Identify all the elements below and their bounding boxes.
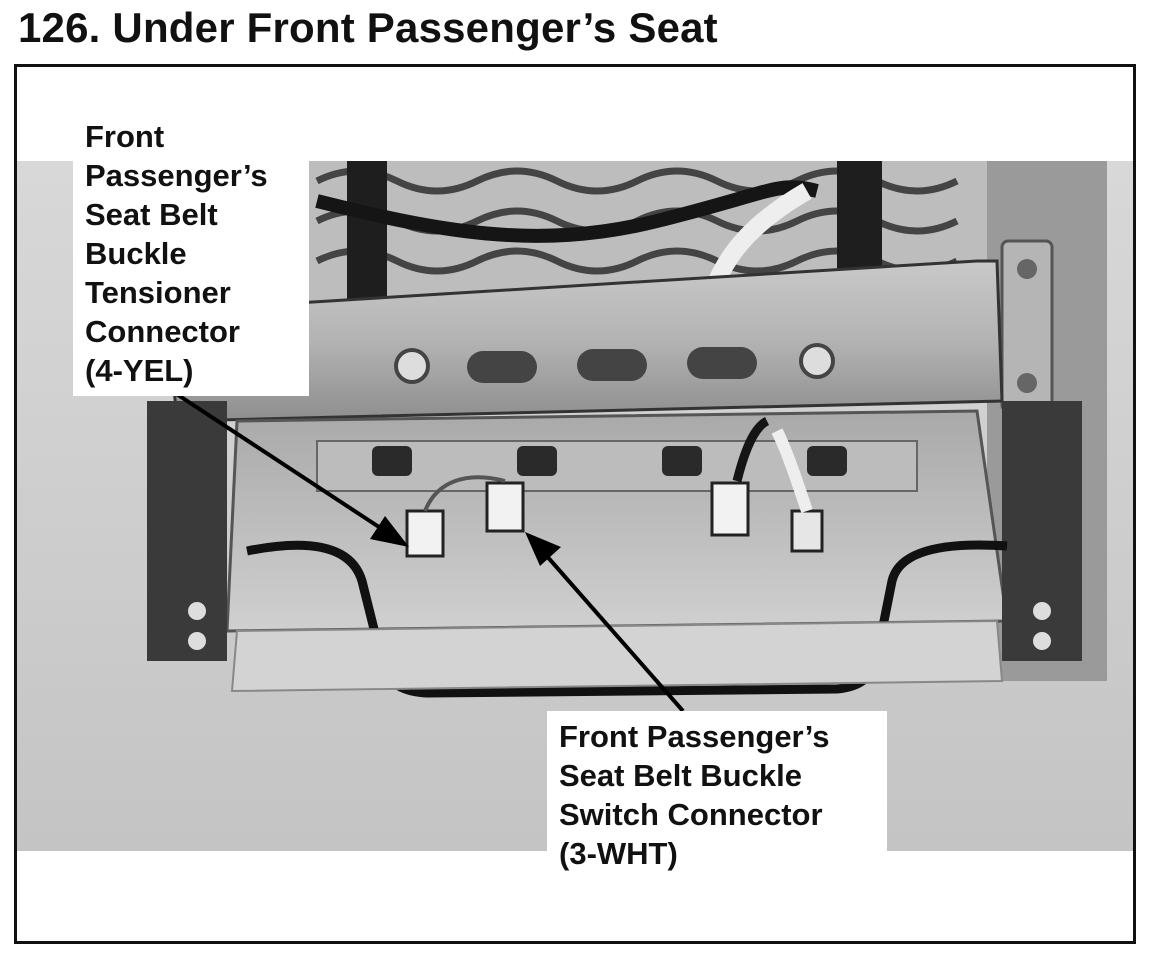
- callout-line: Seat Belt Buckle: [559, 758, 802, 793]
- callout-line: Switch Connector: [559, 797, 823, 832]
- callout-line: (4-YEL): [85, 353, 194, 388]
- seat-underside-photo: [17, 161, 1133, 851]
- callout-line: Passenger’s: [85, 158, 268, 193]
- page-title: 126. Under Front Passenger’s Seat: [18, 4, 718, 51]
- callout-line: Connector: [85, 314, 240, 349]
- callout-line: Front: [85, 119, 165, 154]
- callout-line: Buckle: [85, 236, 187, 271]
- buckle-switch-connector-callout: Front Passenger’s Seat Belt Buckle Switc…: [547, 711, 887, 879]
- figure-frame: Front Passenger’s Seat Belt Buckle Tensi…: [14, 64, 1136, 944]
- tensioner-connector-callout: Front Passenger’s Seat Belt Buckle Tensi…: [73, 111, 309, 396]
- callout-line: (3-WHT): [559, 836, 678, 871]
- callout-line: Seat Belt: [85, 197, 218, 232]
- callout-line: Front Passenger’s: [559, 719, 830, 754]
- callout-line: Tensioner: [85, 275, 231, 310]
